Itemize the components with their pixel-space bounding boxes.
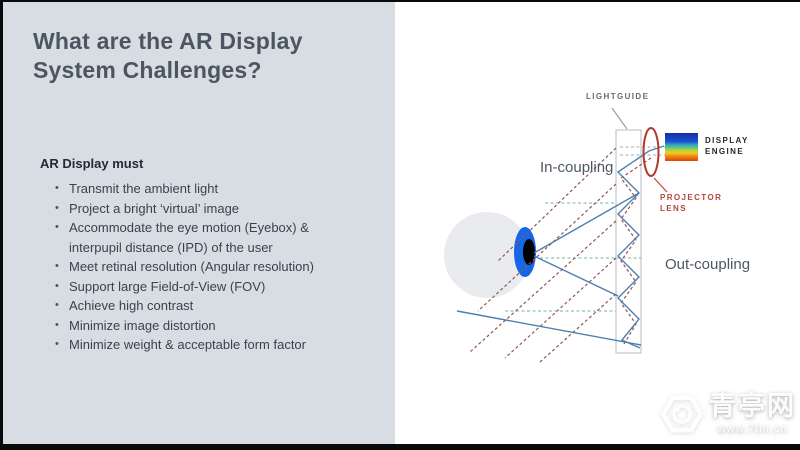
watermark: 青亭网 www.7tin.cn bbox=[661, 393, 796, 435]
in-coupling-label: In-coupling bbox=[540, 159, 614, 176]
projector-lens-label: PROJECTOR LENS bbox=[660, 193, 723, 213]
list-item: Project a bright ‘virtual’ image bbox=[52, 199, 337, 219]
list-item: Meet retinal resolution (Angular resolut… bbox=[52, 257, 337, 277]
pupil bbox=[523, 239, 535, 265]
blue-rays bbox=[456, 145, 665, 349]
lightguide-diagram bbox=[444, 107, 698, 363]
requirements-list: Transmit the ambient light Project a bri… bbox=[52, 179, 337, 355]
display-engine bbox=[665, 133, 698, 161]
red-dashed-rays bbox=[469, 147, 652, 363]
lightguide-pointer-line bbox=[611, 107, 628, 130]
requirements-block: AR Display must Transmit the ambient lig… bbox=[40, 156, 340, 355]
lightguide-slab bbox=[615, 129, 642, 354]
list-item: Transmit the ambient light bbox=[52, 179, 337, 199]
left-text-panel: What are the AR Display System Challenge… bbox=[3, 2, 395, 444]
watermark-hexagon-icon bbox=[661, 395, 703, 433]
teal-dashed-rays bbox=[505, 202, 641, 312]
projector-lens bbox=[642, 127, 660, 177]
list-item: Accommodate the eye motion (Eyebox) & in… bbox=[52, 218, 337, 257]
out-coupling-label: Out-coupling bbox=[665, 256, 751, 273]
list-item: Minimize image distortion bbox=[52, 316, 337, 336]
list-item: Support large Field-of-View (FOV) bbox=[52, 277, 337, 297]
watermark-site-url: www.7tin.cn bbox=[717, 423, 788, 435]
watermark-text: 青亭网 www.7tin.cn bbox=[709, 391, 796, 436]
lightguide-label: LIGHTGUIDE bbox=[586, 92, 650, 101]
watermark-site-name: 青亭网 bbox=[709, 391, 796, 421]
projector-lens-pointer-line bbox=[653, 177, 668, 193]
display-engine-label: DISPLAY ENGINE bbox=[705, 136, 749, 156]
list-item: Minimize weight & acceptable form factor bbox=[52, 335, 337, 355]
slide-content: What are the AR Display System Challenge… bbox=[3, 2, 800, 444]
list-header: AR Display must bbox=[40, 156, 144, 171]
list-item: Achieve high contrast bbox=[52, 296, 337, 316]
eye bbox=[444, 212, 536, 298]
eyeball bbox=[444, 212, 530, 298]
slide-title: What are the AR Display System Challenge… bbox=[33, 28, 303, 84]
